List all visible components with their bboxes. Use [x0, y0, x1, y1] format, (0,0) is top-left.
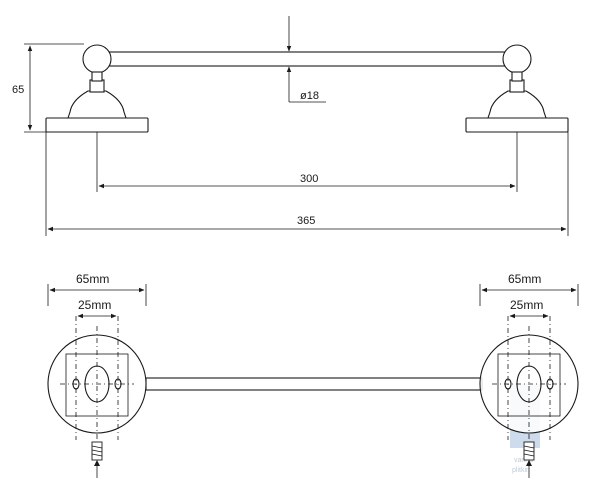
- wall-screw-icon: [523, 441, 535, 478]
- left-plate-top: [47, 316, 147, 440]
- right-base-dimension-label: 65mm: [508, 272, 541, 286]
- top-view: vanna plitkin: [47, 272, 579, 478]
- span-dimension-label: 300: [300, 173, 318, 185]
- side-view: 65 ø18 300 365: [12, 16, 569, 236]
- right-base-dimension: 65mm: [479, 272, 579, 306]
- towel-bar-top: [145, 377, 483, 391]
- svg-text:vanna: vanna: [514, 457, 533, 464]
- left-base-dimension-label: 65mm: [76, 272, 109, 286]
- overall-dimension: 365: [45, 132, 569, 236]
- wall-screw-icon: [91, 441, 103, 478]
- span-dimension: 300: [96, 132, 518, 192]
- left-hole-dimension-label: 25mm: [78, 298, 111, 312]
- left-support-side: [45, 44, 149, 133]
- diameter-dimension: ø18: [286, 16, 326, 103]
- overall-dimension-label: 365: [297, 215, 315, 227]
- right-plate-top: [479, 316, 579, 440]
- height-dimension: 65: [12, 43, 84, 133]
- left-hole-dimension: 25mm: [77, 298, 117, 319]
- height-dimension-label: 65: [12, 84, 24, 96]
- right-hole-dimension: 25mm: [509, 298, 549, 319]
- left-base-dimension: 65mm: [47, 272, 147, 306]
- towel-bar-side: [103, 51, 507, 67]
- diameter-dimension-label: ø18: [300, 90, 319, 102]
- right-support-side: [465, 44, 569, 133]
- right-hole-dimension-label: 25mm: [510, 298, 543, 312]
- svg-text:plitkin: plitkin: [512, 467, 530, 474]
